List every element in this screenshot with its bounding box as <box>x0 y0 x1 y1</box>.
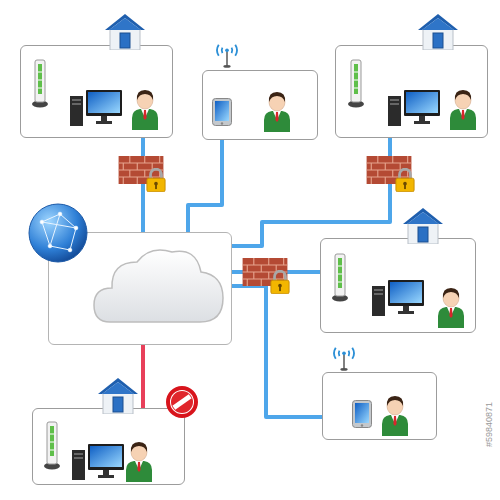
home-network-box <box>20 45 173 138</box>
computer-icon <box>388 90 440 126</box>
user-icon <box>132 90 158 130</box>
network-link <box>232 270 320 274</box>
computer-icon <box>72 444 124 480</box>
firewall-icon <box>367 156 412 184</box>
user-icon <box>450 90 476 130</box>
tablet-icon <box>353 401 372 428</box>
mobile-user-box <box>202 70 318 140</box>
padlock-icon <box>396 169 414 192</box>
computer-icon <box>70 90 122 126</box>
house-icon <box>98 378 138 414</box>
cloud-box <box>48 232 232 345</box>
cloud-shape <box>94 250 223 322</box>
network-link <box>141 138 145 232</box>
globe-icon <box>29 204 87 262</box>
padlock-icon <box>271 271 289 294</box>
network-link <box>141 345 145 408</box>
blocked-icon <box>168 388 196 416</box>
modem-icon <box>348 60 364 108</box>
network-link <box>232 286 322 417</box>
firewall-icon <box>243 258 288 286</box>
home-network-box <box>32 408 185 485</box>
mobile-user-box <box>322 372 437 440</box>
watermark-text: #59840871 <box>484 402 494 447</box>
wifi-icon <box>217 45 237 68</box>
home-network-box <box>320 238 476 333</box>
modem-icon <box>44 422 60 470</box>
house-icon <box>105 14 145 50</box>
user-icon <box>264 92 290 132</box>
house-icon <box>403 208 443 244</box>
network-link <box>188 140 222 232</box>
modem-icon <box>332 254 348 302</box>
network-link <box>232 138 390 246</box>
wifi-icon <box>334 348 354 371</box>
padlock-icon <box>147 169 165 192</box>
home-network-box <box>335 45 488 138</box>
modem-icon <box>32 60 48 108</box>
firewall-icon <box>119 156 164 184</box>
user-icon <box>438 288 464 328</box>
user-icon <box>382 396 408 436</box>
house-icon <box>418 14 458 50</box>
tablet-icon <box>213 99 232 126</box>
user-icon <box>126 442 152 482</box>
computer-icon <box>372 280 424 316</box>
